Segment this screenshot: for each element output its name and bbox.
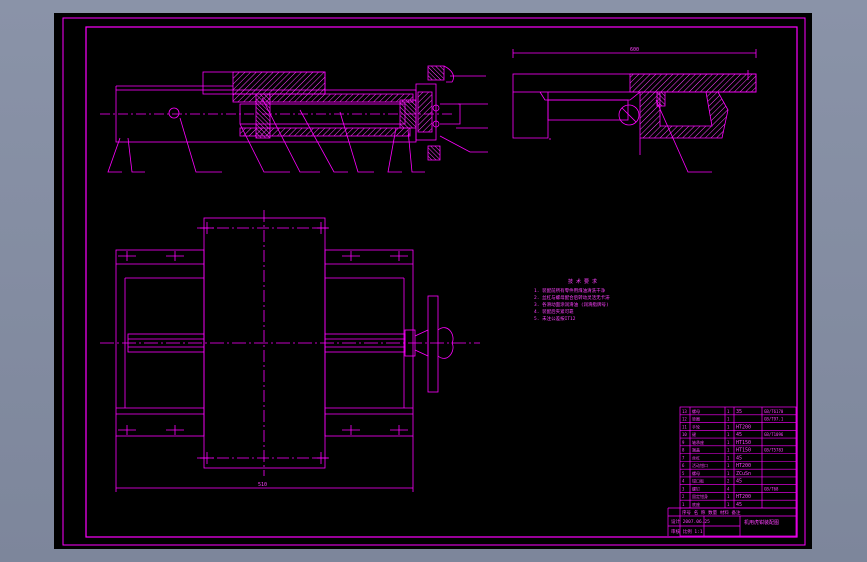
bom-cell-mat: 35 [736, 409, 742, 415]
bom-cell-qty: 1 [727, 417, 730, 422]
bom-cell-qty: 4 [727, 486, 730, 491]
bom-cell-std: GB/T6170 [764, 409, 784, 414]
notes-line: 4. 装配后夹紧可靠 [534, 308, 574, 315]
bom-cell-mat: HT150 [736, 440, 751, 446]
bom-cell-mat: ZCuSn [736, 471, 751, 477]
dimension-label-top: 600 [630, 47, 639, 53]
bom-cell-qty: 1 [727, 471, 730, 476]
bom-cell-name: 固定钳身 [692, 493, 708, 499]
bom-cell-name: 钳口板 [692, 478, 704, 484]
notes-line: 3. 各滑动面涂润滑油 (润滑脂牌号) [534, 301, 609, 308]
bom-cell-name: 螺母 [692, 470, 700, 476]
bom-cell-qty: 1 [727, 440, 730, 445]
title-block-row2: 审核 比例 1:1 [671, 528, 703, 535]
bom-cell-qty: 1 [727, 448, 730, 453]
bom-cell-name: 键 [692, 431, 696, 437]
bom-cell-mat: HT150 [736, 448, 751, 454]
bom-cell-qty: 1 [727, 502, 730, 507]
bom-cell-name: 手轮 [692, 423, 700, 429]
bom-cell-mat: 45 [736, 502, 742, 508]
notes-line: 2. 丝杠与螺母配合后转动灵活无卡滞 [534, 294, 610, 301]
bom-cell-no: 5 [682, 471, 685, 476]
technical-notes: 技 术 要 求 1. 装配前所有零件用煤油清洗干净 2. 丝杠与螺母配合后转动灵… [534, 278, 610, 322]
bom-cell-no: 10 [682, 432, 687, 437]
bom-cell-qty: 2 [727, 479, 730, 484]
notes-title: 技 术 要 求 [568, 278, 597, 285]
bom-cell-name: 丝杠 [692, 454, 700, 460]
side-section-view [512, 49, 757, 173]
title-block: 序号 名 称 数量 材料 备注 机用虎钳装配图 设计 2007.06.25 审核… [671, 509, 779, 535]
front-section-view [100, 65, 488, 173]
inner-frame [85, 26, 798, 538]
bom-cell-no: 4 [682, 479, 685, 484]
bom-cell-no: 1 [682, 502, 685, 507]
bom-cell-qty: 1 [727, 432, 730, 437]
outer-frame [62, 17, 806, 546]
bom-cell-mat: 45 [736, 432, 742, 438]
bom-cell-std: GB/T5783 [764, 448, 784, 453]
title-block-row1: 设计 2007.06.25 [671, 518, 710, 525]
bom-cell-mat: HT200 [736, 463, 751, 469]
bom-cell-qty: 1 [727, 463, 730, 468]
bom-cell-no: 12 [682, 417, 687, 422]
bom-cell-mat: 45 [736, 455, 742, 461]
bom-cell-std: GB/T1096 [764, 432, 784, 437]
dimension-label-bottom: 510 [258, 482, 267, 488]
title-block-title: 机用虎钳装配图 [744, 519, 779, 526]
bom-cell-no: 2 [682, 494, 685, 499]
top-view [100, 210, 480, 492]
bom-cell-mat: HT200 [736, 424, 751, 430]
bom-cell-name: 底座 [692, 501, 700, 507]
title-block-header: 序号 名 称 数量 材料 备注 [682, 509, 741, 516]
drawing-sheet [54, 13, 812, 549]
bom-cell-mat: 45 [736, 479, 742, 485]
bom-cell-name: 螺钉 [692, 485, 700, 491]
bom-cell-no: 13 [682, 409, 687, 414]
bom-cell-no: 9 [682, 440, 685, 445]
bom-cell-no: 8 [682, 448, 685, 453]
notes-line: 5. 未注公差按IT12 [534, 315, 576, 322]
bom-cell-qty: 1 [727, 409, 730, 414]
bom-cell-name: 活动钳口 [692, 462, 708, 468]
bom-cell-name: 轴承座 [692, 439, 704, 445]
bom-cell-std: GB/T68 [764, 486, 779, 491]
bom-cell-no: 7 [682, 455, 685, 460]
bom-cell-name: 端盖 [692, 447, 700, 453]
bom-cell-qty: 1 [727, 424, 730, 429]
bom-cell-name: 垫圈 [692, 416, 700, 422]
bom-cell-no: 3 [682, 486, 685, 491]
bom-cell-qty: 1 [727, 455, 730, 460]
bom-cell-std: GB/T97.1 [764, 417, 784, 422]
bom-cell-mat: HT200 [736, 494, 751, 500]
bom-cell-name: 螺母 [692, 408, 700, 414]
notes-line: 1. 装配前所有零件用煤油清洗干净 [534, 287, 606, 294]
bom-cell-no: 6 [682, 463, 685, 468]
bom-cell-no: 11 [682, 424, 687, 429]
bom-cell-qty: 1 [727, 494, 730, 499]
